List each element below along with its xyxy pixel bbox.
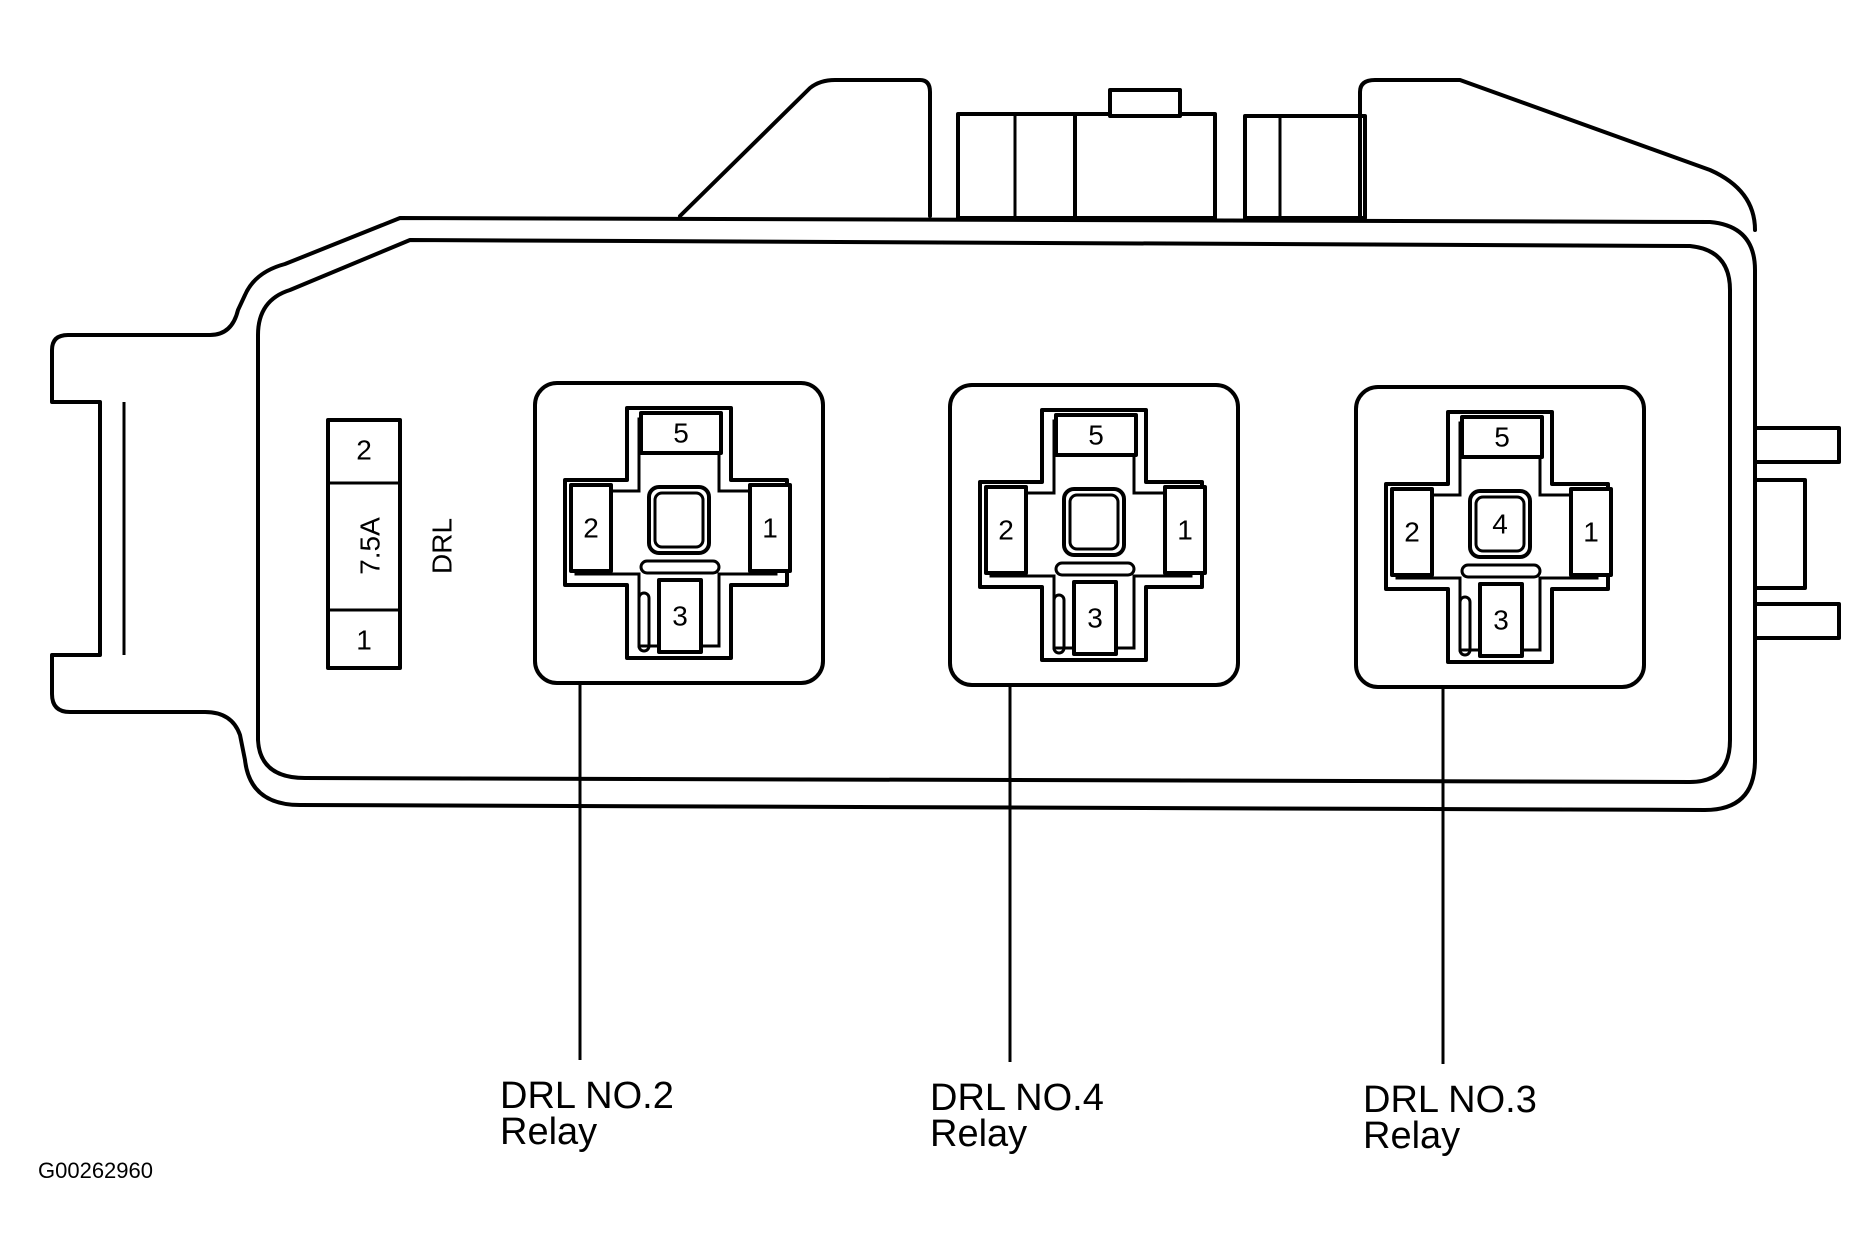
relay-center-inner: [653, 491, 705, 549]
relay-cross-outer: [563, 406, 789, 660]
relay-pin-left-box: [1390, 487, 1434, 577]
relay-pin-left-label: 2: [583, 513, 599, 544]
relay-pin-right-label: 1: [1177, 515, 1193, 546]
relay-center-inner: [1474, 495, 1526, 553]
housing-top-connectors: [678, 78, 1757, 232]
relay-cross-outer: [978, 408, 1204, 662]
relay-pin-top-label: 5: [673, 418, 689, 449]
relay-label-type: Relay: [1363, 1115, 1460, 1157]
drl-fuse: 2 7.5A 1 DRL: [326, 418, 458, 670]
relay-cross-outer: [1384, 410, 1610, 664]
relay-label-type: Relay: [500, 1111, 597, 1153]
relay-center-outer: [647, 485, 711, 555]
relay-center-outer: [1468, 489, 1532, 559]
relay-slot-horizontal: [1054, 561, 1136, 577]
relay-pin-left-label: 2: [998, 515, 1014, 546]
fuse-pin-1: 1: [356, 625, 372, 656]
relay-pin-center-label: 4: [1492, 509, 1508, 540]
relay-pin-top-box: [639, 411, 723, 455]
relay-pin-bottom-label: 3: [672, 601, 688, 632]
relay-center-outer: [1062, 487, 1126, 557]
relay-pin-right-box: [1163, 485, 1207, 575]
relay-block-inner-border: [256, 238, 1732, 784]
relay-center-inner: [1068, 493, 1120, 551]
relay-pin-top-box: [1054, 413, 1138, 457]
relay-pin-bottom-box: [657, 578, 703, 654]
relay-pin-left-box: [984, 485, 1028, 575]
relay-pin-left-box: [569, 483, 613, 573]
relay-label-name: DRL NO.2: [500, 1075, 674, 1117]
relay-slot-horizontal: [1460, 563, 1542, 579]
relay-pin-right-box: [748, 483, 792, 573]
relay-pin-right-label: 1: [762, 513, 778, 544]
relay-pin-top-box: [1460, 415, 1544, 459]
relay-label-name: DRL NO.3: [1363, 1079, 1537, 1121]
relay-pin-right-label: 1: [1583, 517, 1599, 548]
relay-pin-bottom-label: 3: [1493, 605, 1509, 636]
fuse-name: DRL: [427, 518, 458, 574]
relay-pin-top-label: 5: [1494, 422, 1510, 453]
relay-label-type: Relay: [930, 1113, 1027, 1155]
relay-slot-horizontal: [639, 559, 721, 575]
fuse-rating: 7.5A: [355, 517, 386, 575]
fuse-pin-2: 2: [356, 435, 372, 466]
relay-pin-left-label: 2: [1404, 517, 1420, 548]
relay-label-name: DRL NO.4: [930, 1077, 1104, 1119]
relay-pin-bottom-label: 3: [1087, 603, 1103, 634]
relay-pin-right-box: [1569, 487, 1613, 577]
relay-pin-bottom-box: [1478, 582, 1524, 658]
figure-code: G00262960: [38, 1158, 153, 1183]
relay-block-housing: [50, 216, 1757, 812]
relay-pin-top-label: 5: [1088, 420, 1104, 451]
right-connector-tabs: [1753, 426, 1841, 640]
relay-slot-vertical: [637, 591, 651, 653]
relay-slot-vertical: [1052, 593, 1066, 655]
relay-pin-bottom-box: [1072, 580, 1118, 656]
relay-slot-vertical: [1458, 595, 1472, 657]
